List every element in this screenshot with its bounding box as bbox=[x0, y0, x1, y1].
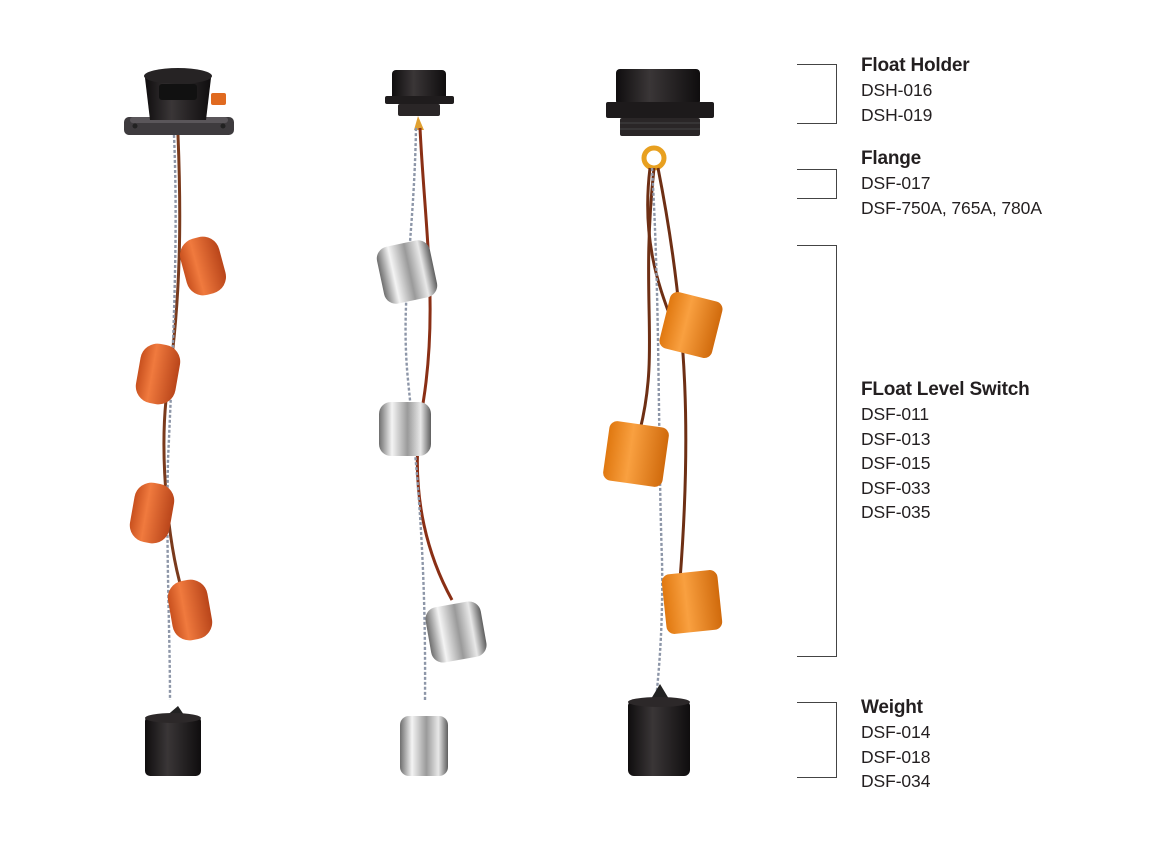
assembly-three bbox=[603, 69, 723, 776]
group-title: Float Holder bbox=[861, 55, 970, 76]
group-title: Weight bbox=[861, 697, 923, 718]
orange-float-1 bbox=[179, 236, 227, 296]
eye-bolt bbox=[641, 145, 667, 171]
group-title: FLoat Level Switch bbox=[861, 379, 1030, 400]
support-cord bbox=[166, 134, 177, 701]
group-title: Flange bbox=[861, 148, 922, 169]
group-flange: Flange DSF-017 DSF-750A, 765A, 780A bbox=[861, 147, 1042, 220]
bracket-weight bbox=[797, 702, 837, 778]
bracket-float-holder bbox=[797, 64, 837, 124]
part-number: DSF-035 bbox=[861, 502, 931, 523]
yellow-float-1 bbox=[659, 292, 723, 358]
part-number: DSH-019 bbox=[861, 104, 933, 125]
float-holder-body bbox=[392, 70, 446, 100]
support-cord bbox=[650, 167, 664, 701]
part-number: DSF-013 bbox=[861, 428, 931, 449]
orange-float-2 bbox=[135, 343, 181, 405]
float-holder-body bbox=[616, 69, 700, 105]
steel-weight bbox=[400, 716, 448, 776]
assembly-one bbox=[124, 68, 234, 776]
steel-float-2 bbox=[379, 402, 431, 456]
black-weight bbox=[628, 700, 690, 776]
part-number: DSH-016 bbox=[861, 80, 933, 100]
part-number: DSF-018 bbox=[861, 746, 931, 767]
assembly-two bbox=[376, 70, 487, 776]
brown-wire-2 bbox=[638, 167, 656, 431]
orange-float-3 bbox=[129, 482, 175, 544]
part-number: DSF-750A, 765A, 780A bbox=[861, 197, 1042, 218]
steel-float-3 bbox=[425, 601, 487, 663]
yellow-float-2 bbox=[603, 421, 669, 487]
steel-float-1 bbox=[376, 240, 438, 304]
red-wire bbox=[415, 127, 454, 601]
bracket-float-level-switch bbox=[797, 245, 837, 657]
brown-wire-3 bbox=[656, 167, 688, 581]
part-number: DSF-015 bbox=[861, 453, 931, 474]
part-number: DSF-034 bbox=[861, 771, 931, 792]
part-number: DSF-033 bbox=[861, 477, 931, 498]
group-float-holder: Float Holder DSH-016 DSH-019 bbox=[861, 54, 970, 127]
part-number: DSF-011 bbox=[861, 404, 930, 424]
group-float-level-switch: FLoat Level Switch DSF-011 DSF-013 DSF-0… bbox=[861, 378, 1030, 525]
yellow-float-3 bbox=[661, 570, 723, 634]
support-cord bbox=[404, 127, 427, 701]
bracket-flange bbox=[797, 169, 837, 199]
group-weight: Weight DSF-014 DSF-018 DSF-034 bbox=[861, 696, 930, 794]
orange-float-4 bbox=[167, 579, 213, 641]
part-number: DSF-017 bbox=[861, 173, 931, 193]
part-number: DSF-014 bbox=[861, 722, 931, 742]
cable-gland-nub bbox=[211, 93, 226, 105]
black-weight bbox=[145, 716, 201, 776]
